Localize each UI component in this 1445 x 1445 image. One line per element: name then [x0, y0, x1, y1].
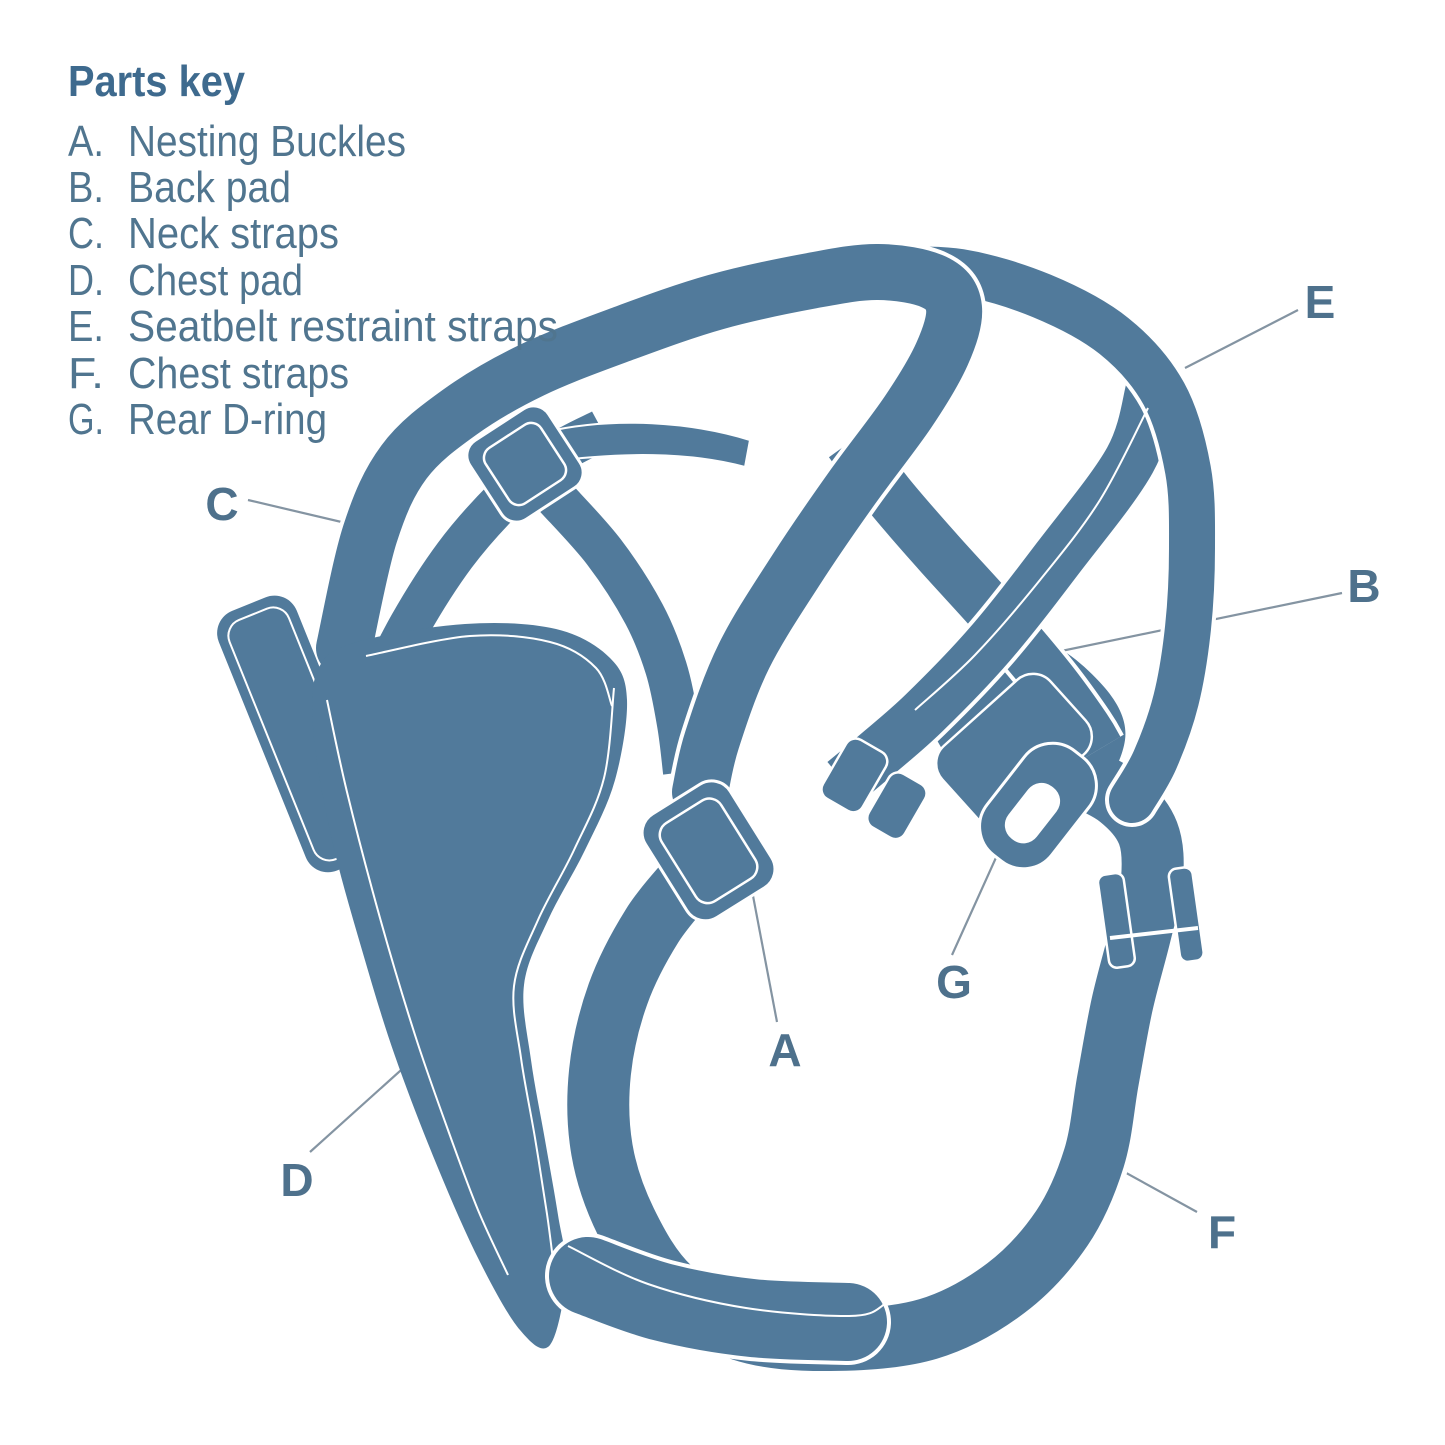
- svg-text:Seatbelt restraint straps: Seatbelt restraint straps: [128, 302, 558, 351]
- svg-text:Nesting Buckles: Nesting Buckles: [128, 117, 406, 166]
- svg-text:Rear D-ring: Rear D-ring: [128, 395, 327, 444]
- svg-text:F: F: [1208, 1206, 1236, 1258]
- svg-text:G.: G.: [68, 395, 104, 444]
- svg-text:Back pad: Back pad: [128, 163, 291, 212]
- svg-text:B: B: [1347, 560, 1380, 612]
- svg-text:F.: F.: [68, 349, 104, 398]
- svg-text:E: E: [1305, 276, 1336, 328]
- svg-text:Chest pad: Chest pad: [128, 256, 303, 305]
- svg-text:Chest straps: Chest straps: [128, 349, 349, 398]
- svg-text:C: C: [205, 478, 238, 530]
- svg-text:C.: C.: [68, 209, 104, 258]
- svg-text:A: A: [768, 1024, 801, 1076]
- svg-text:A.: A.: [68, 117, 104, 166]
- svg-text:D.: D.: [68, 256, 104, 305]
- svg-text:E.: E.: [68, 302, 104, 351]
- svg-text:G: G: [936, 956, 972, 1008]
- svg-text:B.: B.: [68, 163, 104, 212]
- svg-text:Parts key: Parts key: [68, 57, 245, 106]
- svg-text:D: D: [280, 1154, 313, 1206]
- svg-text:Neck straps: Neck straps: [128, 209, 339, 258]
